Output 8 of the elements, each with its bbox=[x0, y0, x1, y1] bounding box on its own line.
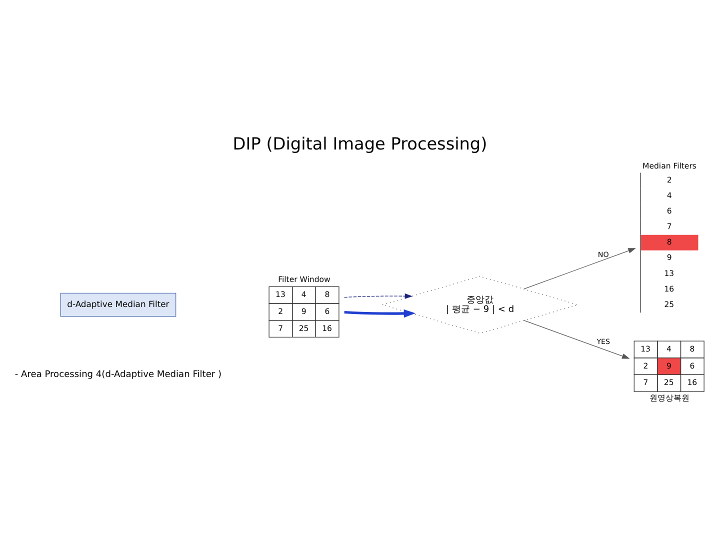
label: - Area Processing 4(d-Adaptive Median Filter ) bbox=[14, 370, 222, 380]
node-box: d-Adaptive Median Filter bbox=[60, 292, 176, 316]
arrow bbox=[344, 308, 416, 318]
diagram-title: DIP (Digital Image Processing) bbox=[232, 133, 488, 154]
arrow bbox=[344, 292, 413, 298]
node-diamond: 중앙값 | 평균 − 9 | < d bbox=[381, 275, 579, 334]
arrow bbox=[524, 320, 630, 358]
arrow bbox=[524, 248, 636, 289]
